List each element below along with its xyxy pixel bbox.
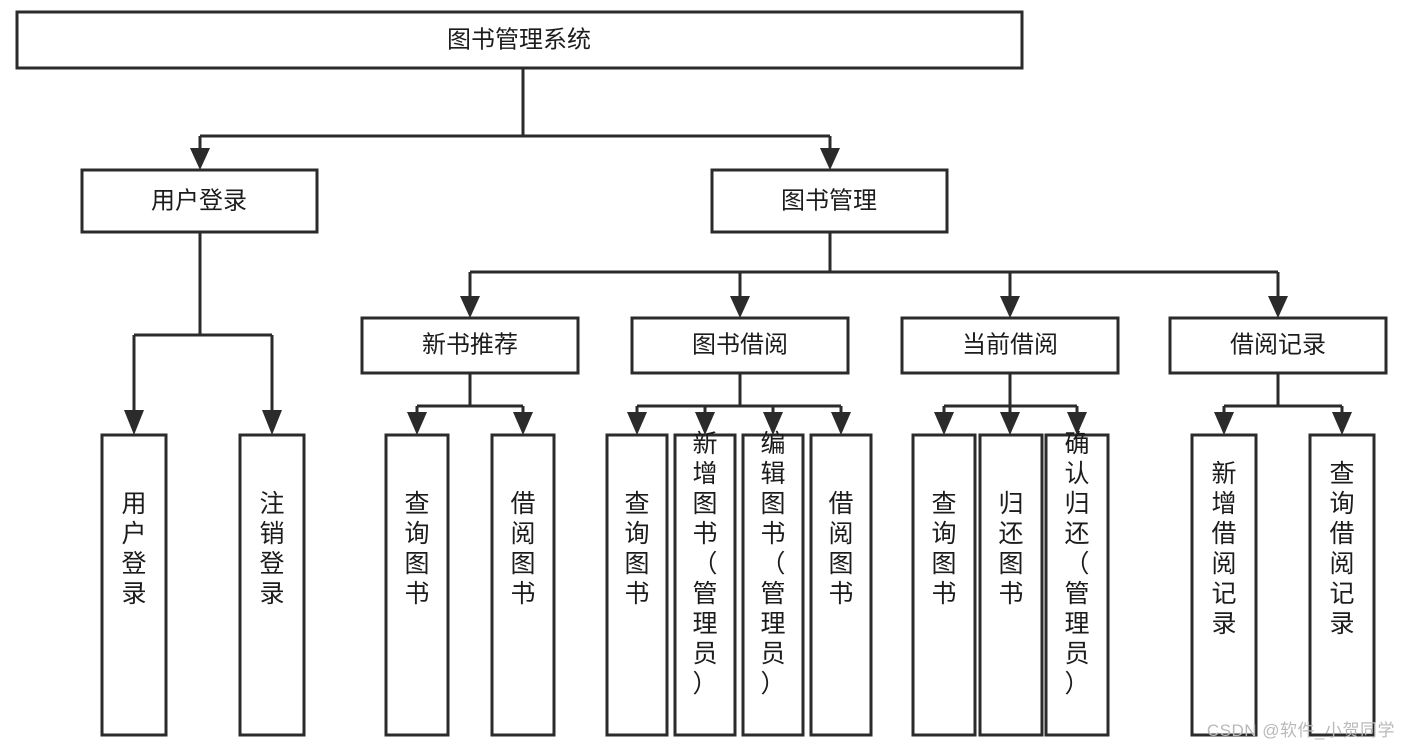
leaf-query-book-1[interactable]: 查询图书 (384, 433, 450, 737)
arrow-head-leaf-return-book (1000, 412, 1020, 435)
leaf-add-record[interactable]: 新增借阅记录 (1190, 433, 1258, 737)
node-root[interactable]: 图书管理系统 (15, 10, 1024, 70)
leaf-query-book-2[interactable]: 查询图书 (605, 433, 669, 737)
leaf-query-book-2-box[interactable] (605, 433, 669, 737)
leaf-return-book[interactable]: 归还图书 (978, 433, 1044, 737)
node-book-manage[interactable]: 图书管理 (710, 168, 949, 234)
node-book-borrow[interactable]: 图书借阅 (630, 316, 850, 375)
csdn-watermark: CSDN @软件_小贺同学 (1206, 721, 1395, 740)
arrow-head-borrow-record (1268, 296, 1288, 318)
leaf-borrow-book-2-box[interactable] (809, 433, 873, 737)
node-user-login-box[interactable] (80, 168, 319, 234)
arrow-head-leaf-add-book (695, 412, 715, 435)
leaf-add-book-label: 新增图书（管理员） (692, 430, 717, 698)
leaf-edit-book-box[interactable] (741, 433, 805, 737)
leaf-return-book-label: 归还图书 (998, 490, 1023, 608)
connectors-root-to-level2 (190, 68, 840, 170)
arrow-head-new-book-rec (460, 296, 480, 318)
connectors-borrow-record-children (1214, 373, 1352, 435)
connectors-user-login-children (124, 232, 282, 435)
arrow-head-book-manage (820, 148, 840, 170)
node-borrow-record-box[interactable] (1168, 316, 1388, 375)
leaf-edit-book[interactable]: 编辑图书（管理员） (741, 430, 805, 737)
leaf-edit-book-label: 编辑图书（管理员） (760, 430, 785, 698)
node-user-login-label: 用户登录 (151, 187, 247, 214)
node-new-book-rec-box[interactable] (360, 316, 580, 375)
arrow-head-current-borrow (1000, 296, 1020, 318)
arrow-head-leaf-edit-book (763, 412, 783, 435)
leaf-query-book-3-label: 查询图书 (931, 490, 956, 608)
leaf-borrow-book-1-label: 借阅图书 (510, 490, 535, 608)
leaf-return-book-box[interactable] (978, 433, 1044, 737)
leaf-user-login-label: 用户登录 (121, 490, 146, 608)
leaf-query-book-3-box[interactable] (911, 433, 977, 737)
leaf-logout-label: 注销登录 (259, 490, 284, 608)
node-root-box[interactable] (15, 10, 1024, 70)
arrow-head-leaf-query-book-2 (627, 412, 647, 435)
node-current-borrow[interactable]: 当前借阅 (900, 316, 1120, 375)
leaf-query-record-box[interactable] (1308, 433, 1376, 737)
leaf-logout[interactable]: 注销登录 (238, 433, 306, 737)
node-new-book-rec-label: 新书推荐 (422, 331, 518, 358)
leaf-borrow-book-2-label: 借阅图书 (828, 490, 853, 608)
arrow-head-leaf-logout (262, 410, 282, 435)
arrow-head-leaf-query-book-1 (407, 412, 427, 435)
leaf-add-record-box[interactable] (1190, 433, 1258, 737)
leaf-query-book-2-label: 查询图书 (624, 490, 649, 608)
leaf-add-book-box[interactable] (673, 433, 737, 737)
leaf-add-book[interactable]: 新增图书（管理员） (673, 430, 737, 737)
node-book-manage-label: 图书管理 (781, 187, 877, 214)
leaf-add-record-label: 新增借阅记录 (1211, 460, 1236, 638)
arrow-head-leaf-borrow-book-1 (513, 412, 533, 435)
connectors-book-manage-children (460, 232, 1288, 318)
arrow-head-book-borrow (730, 296, 750, 318)
leaf-user-login-box[interactable] (100, 433, 168, 737)
leaf-borrow-book-1-box[interactable] (490, 433, 556, 737)
leaf-confirm-return-box[interactable] (1044, 433, 1110, 737)
node-borrow-record[interactable]: 借阅记录 (1168, 316, 1388, 375)
node-book-borrow-label: 图书借阅 (692, 331, 788, 358)
leaf-query-book-1-box[interactable] (384, 433, 450, 737)
arrow-head-leaf-borrow-book-2 (831, 412, 851, 435)
leaf-borrow-book-2[interactable]: 借阅图书 (809, 433, 873, 737)
node-user-login[interactable]: 用户登录 (80, 168, 319, 234)
arrow-head-leaf-query-book-3 (934, 412, 954, 435)
arrow-head-leaf-add-record (1214, 412, 1234, 435)
connectors-current-borrow-children (934, 373, 1087, 435)
node-current-borrow-label: 当前借阅 (962, 331, 1058, 358)
node-root-label: 图书管理系统 (447, 26, 591, 53)
connectors-new-book-rec-children (407, 373, 533, 435)
leaf-query-record-label: 查询借阅记录 (1329, 460, 1354, 638)
arrow-head-user-login (190, 148, 210, 170)
node-current-borrow-box[interactable] (900, 316, 1120, 375)
node-borrow-record-label: 借阅记录 (1230, 331, 1326, 358)
leaf-borrow-book-1[interactable]: 借阅图书 (490, 433, 556, 737)
leaf-confirm-return[interactable]: 确认归还（管理员） (1044, 430, 1110, 737)
node-new-book-rec[interactable]: 新书推荐 (360, 316, 580, 375)
node-book-manage-box[interactable] (710, 168, 949, 234)
leaf-query-book-3[interactable]: 查询图书 (911, 433, 977, 737)
connectors-book-borrow-children (627, 373, 851, 435)
node-book-borrow-box[interactable] (630, 316, 850, 375)
leaf-user-login[interactable]: 用户登录 (100, 433, 168, 737)
leaf-query-book-1-label: 查询图书 (404, 490, 429, 608)
arrow-head-leaf-query-record (1332, 412, 1352, 435)
arrow-head-leaf-confirm-return (1067, 412, 1087, 435)
leaf-query-record[interactable]: 查询借阅记录 (1308, 433, 1376, 737)
leaf-confirm-return-label: 确认归还（管理员） (1064, 430, 1089, 698)
leaf-logout-box[interactable] (238, 433, 306, 737)
arrow-head-leaf-user-login (124, 410, 144, 435)
